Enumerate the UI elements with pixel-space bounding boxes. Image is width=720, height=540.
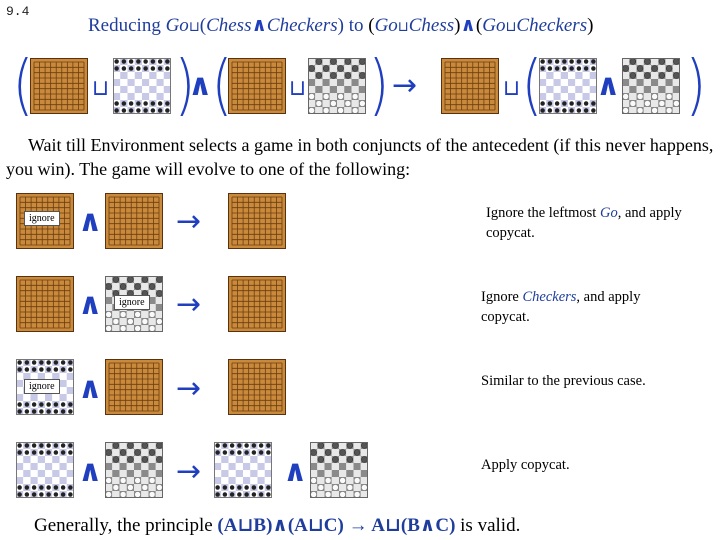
title-checkers-1: Checkers: [266, 15, 338, 36]
chess-board-icon: [113, 58, 171, 114]
chess-board-icon: [16, 442, 74, 498]
title-or-1: ⊔: [188, 19, 200, 35]
and-symbol: ∧: [283, 454, 308, 489]
footer-principle: Generally, the principle (A⊔B)∧(A⊔C) → A…: [34, 515, 521, 536]
chess-board-icon: [214, 442, 272, 498]
and-symbol: ∧: [78, 371, 103, 406]
slide-number: 9.4: [6, 4, 30, 19]
checkers-board-icon: [622, 58, 680, 114]
arrow-symbol: →: [176, 371, 202, 406]
and-symbol: ∧: [78, 287, 103, 322]
row-note-3: Similar to the previous case.: [481, 373, 646, 389]
title-prefix: Reducing: [88, 15, 166, 36]
bracket-close-2: ): [368, 46, 390, 123]
slide-title: Reducing Go⊔(Chess∧Checkers) to (Go⊔Ches…: [88, 14, 594, 36]
arrow-symbol: →: [176, 204, 202, 239]
checkers-board-icon: [105, 442, 163, 498]
title-or-3: ⊔: [505, 19, 517, 35]
title-checkers-2: Checkers: [516, 15, 588, 36]
bracket-close-1: ): [174, 46, 196, 123]
title-chess-1: Chess: [206, 15, 252, 36]
title-and-2: ∧: [460, 14, 476, 36]
ignore-label: ignore: [24, 211, 60, 226]
principle-formula: (A⊔B)∧(A⊔C) → A⊔(B∧C): [217, 515, 456, 536]
and-symbol: ∧: [78, 204, 103, 239]
bracket-open-3: (: [521, 46, 543, 123]
title-go-2: Go: [374, 15, 398, 36]
title-chess-2: Chess: [408, 15, 455, 36]
chess-board-icon: [539, 58, 597, 114]
arrow-symbol: →: [392, 68, 418, 103]
bracket-open-1: (: [12, 46, 34, 123]
go-board-icon: [105, 359, 163, 415]
bracket-open-2: (: [211, 46, 233, 123]
title-or-2: ⊔: [397, 19, 409, 35]
arrow-symbol: →: [176, 287, 202, 322]
title-and-1: ∧: [251, 14, 267, 36]
checkers-board-icon: [308, 58, 366, 114]
title-go-1: Go: [165, 15, 189, 36]
ignore-label: ignore: [24, 379, 60, 394]
go-board-icon: [16, 276, 74, 332]
ignore-label: ignore: [114, 295, 150, 310]
go-board-icon: [228, 359, 286, 415]
and-symbol: ∧: [596, 68, 621, 103]
arrow-symbol: →: [176, 454, 202, 489]
row-note-4: Apply copycat.: [481, 457, 570, 473]
bracket-close-3: ): [685, 46, 707, 123]
and-symbol: ∧: [78, 454, 103, 489]
choice-or-symbol: ⊔: [289, 76, 307, 101]
choice-or-symbol: ⊔: [92, 76, 110, 101]
go-board-icon: [228, 276, 286, 332]
row-note-2: Ignore Checkers, and apply copycat.: [481, 289, 641, 325]
and-symbol: ∧: [188, 68, 213, 103]
checkers-board-icon: [310, 442, 368, 498]
go-board-icon: [228, 193, 286, 249]
explanation-paragraph: Wait till Environment selects a game in …: [6, 135, 714, 179]
row-note-1: Ignore the leftmost Go, and apply copyca…: [486, 205, 682, 241]
choice-or-symbol: ⊔: [503, 76, 521, 101]
go-board-icon: [105, 193, 163, 249]
go-board-icon: [30, 58, 88, 114]
go-board-icon: [441, 58, 499, 114]
go-board-icon: [228, 58, 286, 114]
title-go-3: Go: [482, 15, 506, 36]
title-mid: to: [343, 15, 369, 36]
